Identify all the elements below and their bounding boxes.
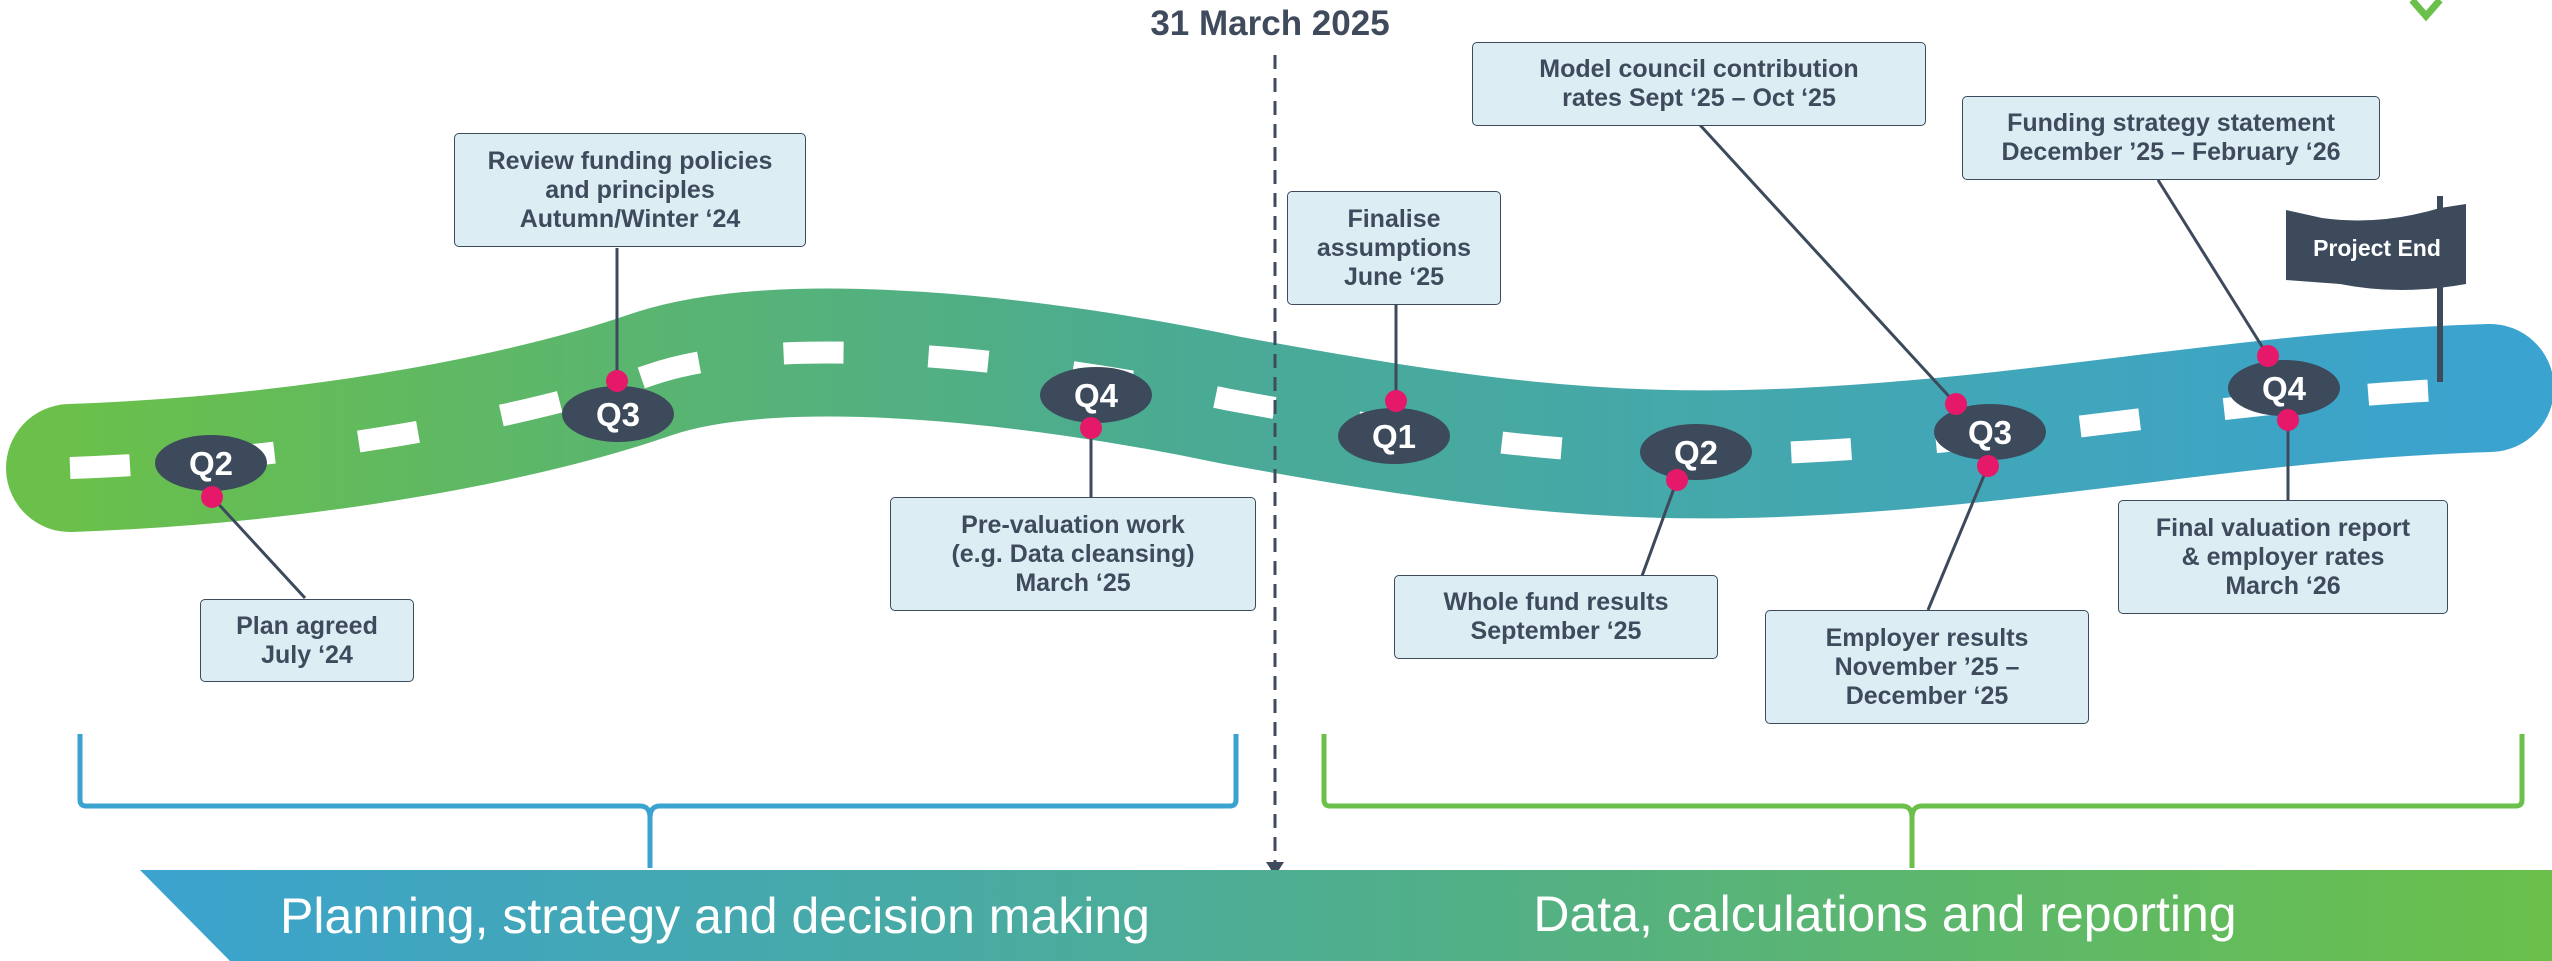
milestone-text: Whole fund results: [1443, 588, 1669, 616]
milestone-text: September ‘25: [1470, 617, 1642, 645]
milestone-dot: [1666, 469, 1688, 491]
milestone-text: July ‘24: [261, 640, 353, 669]
milestone-text: Plan agreed: [236, 611, 378, 640]
project-end-flag: Project End: [2286, 196, 2466, 382]
milestone-dot: [201, 486, 223, 508]
milestone-dot: [1385, 390, 1407, 412]
quarter-badge: Q1: [1338, 408, 1450, 464]
milestone-text: March ‘25: [1015, 568, 1131, 597]
milestone-text: June ‘25: [1343, 262, 1445, 291]
milestone-dot: [2257, 345, 2279, 367]
milestone-text: Pre-valuation work: [961, 510, 1185, 539]
milestone-dot: [2277, 409, 2299, 431]
quarter-badge: Q2: [155, 435, 267, 491]
milestone-text: Autumn/Winter ‘24: [519, 204, 741, 233]
phase-planning-label: Planning, strategy and decision making: [280, 888, 1150, 944]
milestone-text: Model council contribution: [1539, 55, 1859, 83]
quarter-label: Q4: [1074, 377, 1119, 414]
quarter-badge: Q3: [562, 386, 674, 442]
quarter-label: Q2: [189, 445, 233, 482]
milestone-box-funding-strategy-statement: Funding strategy statement December ’25 …: [1962, 96, 2380, 180]
planning-bracket: [77, 734, 1239, 868]
quarter-label: Q4: [2262, 370, 2307, 407]
phase-banner: [140, 870, 2552, 961]
milestone-box-review-funding-policies: Review funding policies and principles A…: [454, 133, 806, 247]
road-dashes: [69, 341, 2491, 479]
quarter-badge: Q4: [2228, 360, 2340, 416]
quarter-badge: Q2: [1640, 424, 1752, 480]
milestone-text: Funding strategy statement: [2007, 109, 2335, 137]
milestone-box-employer-results: Employer results November ’25 – December…: [1765, 610, 2089, 724]
milestone-text: Employer results: [1825, 623, 2029, 652]
quarter-label: Q1: [1372, 418, 1416, 455]
milestone-text: Final valuation report: [2155, 513, 2411, 542]
corner-check-icon: [2409, 0, 2443, 22]
milestone-dot: [1945, 393, 1967, 415]
quarter-label: Q2: [1674, 434, 1718, 471]
milestone-dot: [1080, 417, 1102, 439]
quarter-badge: Q4: [1040, 367, 1152, 423]
milestone-text: December ‘25: [1845, 681, 2009, 710]
milestone-box-model-council-contribution-rates: Model council contribution rates Sept ‘2…: [1472, 42, 1926, 126]
date-marker-arrow-icon: [1266, 862, 1284, 876]
milestone-text: rates Sept ‘25 – Oct ‘25: [1562, 84, 1836, 112]
milestone-box-plan-agreed: Plan agreed July ‘24: [200, 599, 414, 682]
quarter-label: Q3: [596, 396, 640, 433]
connector-employer-results: [1926, 465, 1990, 611]
reporting-bracket: [1321, 734, 2525, 868]
milestone-box-pre-valuation-work: Pre-valuation work (e.g. Data cleansing)…: [890, 497, 1256, 611]
milestone-text: December ’25 – February ‘26: [2001, 138, 2341, 166]
connector-whole-fund-results: [1640, 479, 1679, 577]
phase-reporting-label: Data, calculations and reporting: [1533, 886, 2236, 942]
milestone-box-whole-fund-results: Whole fund results September ‘25: [1394, 575, 1718, 659]
milestone-text: and principles: [545, 175, 715, 204]
milestone-text: (e.g. Data cleansing): [951, 539, 1195, 568]
connector-funding-strategy: [2156, 179, 2270, 357]
quarter-badge: Q3: [1934, 404, 2046, 460]
date-marker-label: 31 March 2025: [1150, 4, 1390, 43]
milestone-box-finalise-assumptions: Finalise assumptions June ‘25: [1287, 191, 1501, 305]
milestone-dot: [1977, 455, 1999, 477]
milestone-text: assumptions: [1316, 233, 1472, 262]
milestone-text: Review funding policies: [487, 146, 773, 175]
project-end-label: Project End: [2313, 235, 2441, 261]
milestone-box-final-valuation-report: Final valuation report & employer rates …: [2118, 500, 2448, 614]
connector-plan-agreed: [210, 495, 307, 600]
milestone-text: November ’25 –: [1834, 652, 2020, 681]
milestone-text: & employer rates: [2181, 542, 2385, 571]
quarter-label: Q3: [1968, 414, 2012, 451]
milestone-text: March ‘26: [2225, 571, 2341, 600]
milestone-text: Finalise: [1347, 204, 1441, 233]
milestone-dot: [606, 370, 628, 392]
connector-model-council-rates: [1698, 123, 1958, 406]
flag-icon: [2286, 204, 2466, 290]
